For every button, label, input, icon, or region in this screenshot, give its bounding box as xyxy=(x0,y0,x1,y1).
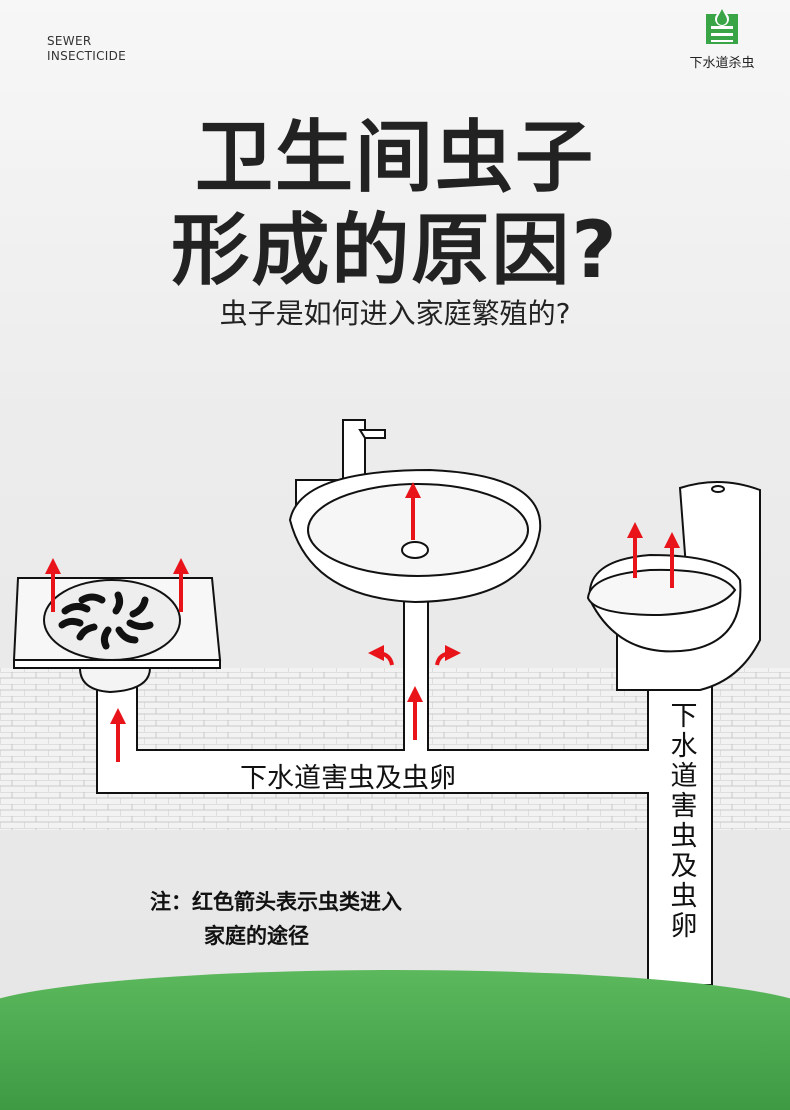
insect-path-arrows xyxy=(45,482,680,762)
brand-line1: SEWER xyxy=(47,34,92,48)
brand-line2: INSECTICIDE xyxy=(47,49,127,63)
logo-label: 下水道杀虫 xyxy=(689,56,755,71)
title-line1: 卫生间虫子 xyxy=(194,113,595,203)
subtitle: 虫子是如何进入家庭繁殖的? xyxy=(219,297,571,330)
title-line2: 形成的原因? xyxy=(171,206,619,296)
note: 注：红色箭头表示虫类进入 家庭的途径 xyxy=(150,885,402,953)
bathroom-diagram xyxy=(0,419,790,986)
wash-basin xyxy=(288,419,542,604)
red-curved-arrow-icon xyxy=(435,645,461,666)
toilet xyxy=(586,481,761,691)
note-line2: 家庭的途径 xyxy=(204,924,309,948)
green-footer-band xyxy=(0,970,790,1110)
sewer-pipes xyxy=(96,594,713,986)
pipe-label-vertical: 下水道害虫及虫卵 xyxy=(670,701,698,942)
floor-drain xyxy=(12,577,222,694)
note-line1: 注：红色箭头表示虫类进入 xyxy=(150,890,402,914)
sewer-logo-icon xyxy=(706,9,738,44)
brand-text: SEWER INSECTICIDE xyxy=(47,34,126,64)
logo: 下水道杀虫 xyxy=(682,6,762,71)
pipe-label-horizontal: 下水道害虫及虫卵 xyxy=(240,763,456,794)
red-curved-arrow-icon xyxy=(368,645,394,666)
